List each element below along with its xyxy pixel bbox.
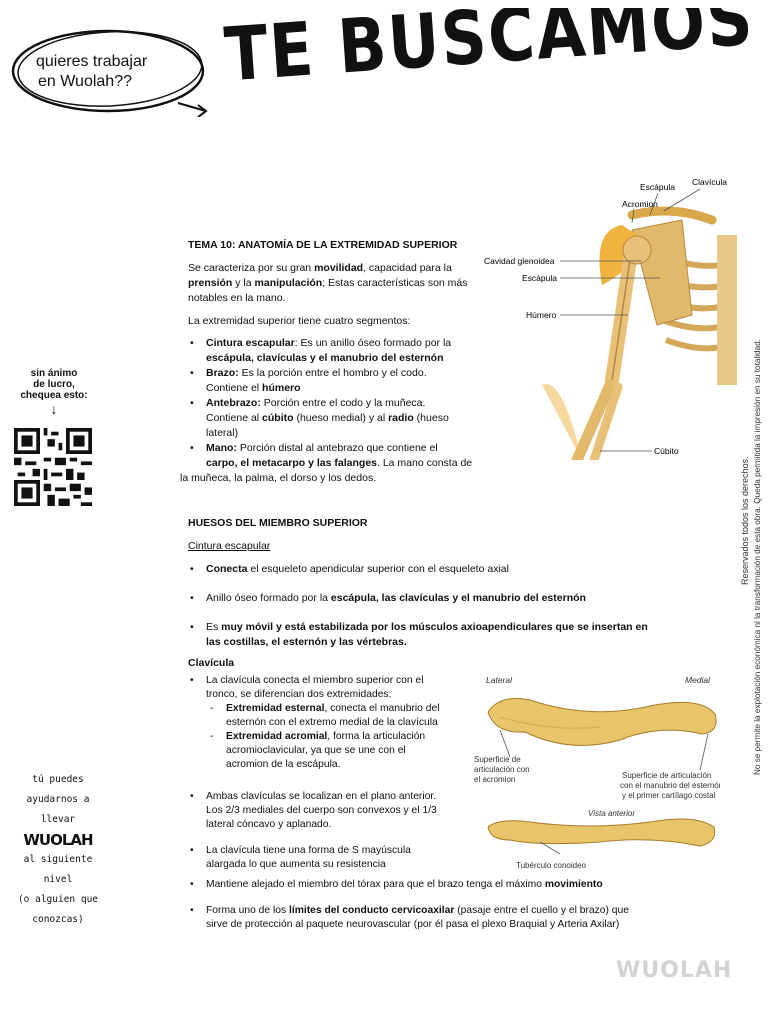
section-title: HUESOS DEL MIEMBRO SUPERIOR: [188, 517, 368, 529]
svg-text:Medial: Medial: [685, 675, 711, 685]
upper-limb-figure: Clavícula Escápula Acromion Cavidad glen…: [484, 177, 737, 460]
clavicula-text: La clavícula conecta el miembro superior…: [188, 674, 468, 872]
list-item: Mantiene alejado el miembro del tórax pa…: [188, 878, 658, 892]
list-item: Extremidad esternal, conecta el manubrio…: [208, 702, 468, 730]
svg-text:Acromion: Acromion: [622, 199, 658, 209]
promo-text: sin ánimo de lucro, chequea esto: ↓: [14, 368, 94, 417]
ad-title[interactable]: TE BUSCAMOS: [222, 8, 768, 136]
clavicula-title: Clavícula: [188, 657, 235, 669]
svg-text:y el primer cartílago costal: y el primer cartílago costal: [622, 791, 716, 800]
list-item: Forma uno de los límites del conducto ce…: [188, 904, 658, 932]
qr-code[interactable]: [12, 428, 94, 506]
svg-text:Tubérculo conoideo: Tubérculo conoideo: [516, 861, 587, 870]
list-item: Mano: Porción distal al antebrazo que co…: [188, 441, 506, 471]
ad-oval-scribble: [11, 29, 208, 117]
svg-text:TE BUSCAMOS: TE BUSCAMOS: [222, 8, 757, 98]
intro-paragraph: Se caracteriza por su gran movilidad, ca…: [188, 262, 468, 304]
promo-handwritten: tú puedes ayudarnos a llevar WUOLAH al s…: [12, 770, 104, 930]
svg-text:articulación con: articulación con: [474, 765, 530, 774]
list-item: Brazo: Es la porción entre el hombro y e…: [188, 366, 478, 396]
clavicula-text-2: Mantiene alejado el miembro del tórax pa…: [188, 878, 658, 932]
list-item: Cintura escapular: Es un anillo óseo for…: [188, 336, 478, 366]
subtitle: Cintura escapular: [188, 540, 271, 552]
cintura-list: Conecta el esqueleto apendicular superio…: [188, 562, 648, 650]
wuolah-brand: WUOLAH: [23, 831, 93, 849]
segments-list: Cintura escapular: Es un anillo óseo for…: [188, 336, 478, 471]
svg-text:Escápula: Escápula: [522, 273, 557, 283]
svg-text:Superficie de: Superficie de: [474, 755, 521, 764]
svg-text:Cúbito: Cúbito: [654, 446, 679, 456]
list-item: La clavícula conecta el miembro superior…: [188, 674, 468, 772]
svg-text:Vista anterior: Vista anterior: [588, 809, 635, 818]
list-item: Antebrazo: Porción entre el codo y la mu…: [188, 396, 478, 441]
wuolah-logo: WUOLAH: [616, 958, 733, 983]
ad-question[interactable]: quieres trabajar en Wuolah??: [36, 53, 148, 90]
list-item: Ambas clavículas se localizan en el plan…: [188, 790, 468, 832]
section-2: HUESOS DEL MIEMBRO SUPERIOR Cintura esca…: [188, 516, 648, 679]
svg-text:Húmero: Húmero: [526, 310, 557, 320]
list-item: Anillo óseo formado por la escápula, las…: [188, 591, 648, 606]
svg-text:Clavícula: Clavícula: [692, 177, 727, 187]
list-item: Extremidad acromial, forma la articulaci…: [208, 730, 468, 772]
svg-text:Superficie de articulación: Superficie de articulación: [622, 771, 711, 780]
svg-text:el acromion: el acromion: [474, 775, 515, 784]
list-item: Conecta el esqueleto apendicular superio…: [188, 562, 648, 577]
section-1: TEMA 10: ANATOMÍA DE LA EXTREMIDAD SUPER…: [180, 238, 478, 486]
arrow-down-icon: ↓: [50, 401, 58, 417]
svg-text:Cavidad glenoidea: Cavidad glenoidea: [484, 256, 555, 266]
svg-text:Escápula: Escápula: [640, 182, 675, 192]
clavicle-figure: Lateral Medial Superficie de articulació…: [474, 675, 720, 870]
list-item: Es muy móvil y está estabilizada por los…: [188, 620, 648, 650]
section-title: TEMA 10: ANATOMÍA DE LA EXTREMIDAD SUPER…: [188, 239, 458, 251]
svg-text:Lateral: Lateral: [486, 675, 513, 685]
svg-text:con el manubrio del esternón: con el manubrio del esternón: [620, 781, 720, 790]
list-item: La clavícula tiene una forma de S mayúsc…: [188, 844, 468, 872]
